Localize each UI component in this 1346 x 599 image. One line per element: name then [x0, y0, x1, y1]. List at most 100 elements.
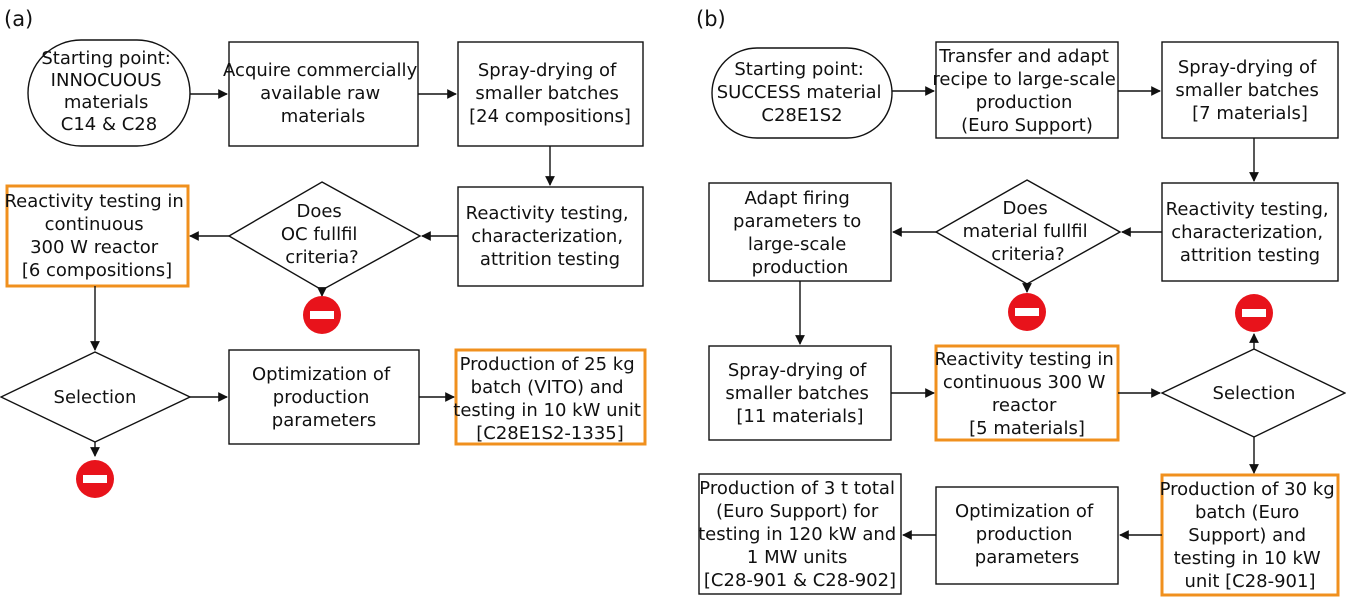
b-start-node: [711, 47, 893, 139]
b-optimization-line: Optimization of: [955, 501, 1094, 522]
b-optimization-label: Optimization of production parameters: [955, 501, 1099, 568]
a-optimization-line: Optimization of: [252, 364, 391, 385]
b-adapt-line: production: [752, 257, 849, 278]
b-production3t-label: Production of 3 t total (Euro Support) f…: [698, 478, 902, 591]
a-production-box: [454, 348, 647, 446]
b-spray2-box: [708, 345, 892, 441]
a-optimization-line: production: [273, 387, 370, 408]
a-production-line: Production of 25 kg: [460, 354, 635, 375]
b-production30-label: Production of 30 kg batch (Euro Support)…: [1160, 479, 1341, 592]
a-reactivity-line: Reactivity testing,: [466, 203, 629, 224]
b-optimization-line: production: [976, 524, 1073, 545]
b-transfer-line: production: [976, 92, 1073, 113]
a-selection-label: Selection: [54, 387, 137, 408]
b-start-line: C28E1S2: [761, 105, 842, 126]
panel-b-label: (b): [696, 7, 726, 31]
b-start-line: SUCCESS material: [717, 82, 882, 103]
b-transfer-line: (Euro Support): [961, 115, 1093, 136]
a-optimization-label: Optimization of production parameters: [252, 364, 396, 431]
a-acquire-line: available raw: [260, 83, 380, 104]
a-spray-box: [457, 41, 644, 147]
b-adapt-line: large-scale: [748, 234, 847, 255]
no-entry-icon: [76, 460, 114, 498]
a-continuous-line: [6 compositions]: [22, 260, 172, 281]
b-spray2-line: Spray-drying of: [728, 360, 867, 381]
b-decision-line: Does: [1002, 198, 1047, 219]
a-optimization-box: [228, 349, 420, 445]
b-spray-label: Spray-drying of smaller batches [7 mater…: [1175, 57, 1324, 124]
b-spray2-line: [11 materials]: [736, 406, 863, 427]
b-spray-line: smaller batches: [1175, 80, 1318, 101]
b-optimization-box: [935, 486, 1119, 585]
b-production30-line: Support) and: [1188, 525, 1306, 546]
a-continuous-line: continuous: [45, 214, 144, 235]
no-entry-icon: [303, 296, 341, 334]
b-adapt-box: [708, 182, 892, 282]
a-continuous-line: Reactivity testing in: [4, 191, 183, 212]
panel-a-label: (a): [4, 7, 33, 31]
no-entry-icon: [1008, 293, 1046, 331]
b-reactivity-line: Reactivity testing,: [1166, 199, 1329, 220]
a-reactivity-box: [457, 186, 644, 287]
a-start-line: C14 & C28: [61, 114, 157, 135]
a-spray-line: smaller batches: [475, 83, 618, 104]
b-production3t-box: [698, 473, 902, 595]
b-transfer-line: Transfer and adapt: [938, 46, 1109, 67]
b-start-label: Starting point: SUCCESS material C28E1S2: [717, 59, 888, 126]
a-start-line: INNOCUOUS: [51, 70, 162, 91]
a-continuous-line: 300 W reactor: [30, 237, 159, 258]
a-spray-line: [24 compositions]: [469, 106, 631, 127]
b-adapt-label: Adapt firing parameters to large-scale p…: [733, 188, 867, 278]
b-decision-label: Does material fullfil criteria?: [963, 198, 1094, 265]
b-production3t-line: [C28-901 & C28-902]: [704, 570, 896, 591]
b-production30-line: unit [C28-901]: [1185, 571, 1316, 592]
a-start-node: [27, 39, 191, 147]
a-spray-label: Spray-drying of smaller batches [24 comp…: [469, 60, 631, 127]
b-decision-line: material fullfil: [963, 221, 1088, 242]
b-decision-line: criteria?: [991, 244, 1064, 265]
b-continuous-line: Reactivity testing in: [934, 349, 1113, 370]
b-continuous-box: [934, 344, 1120, 442]
b-production3t-line: (Euro Support) for: [716, 501, 879, 522]
b-production3t-line: Production of 3 t total: [699, 478, 895, 499]
b-adapt-line: parameters to: [733, 211, 861, 232]
a-acquire-label: Acquire commercially available raw mater…: [223, 60, 423, 127]
b-production30-line: batch (Euro: [1195, 502, 1299, 523]
a-start-line: materials: [64, 92, 149, 113]
a-production-label: Production of 25 kg batch (VITO) and tes…: [453, 354, 646, 444]
a-optimization-line: parameters: [272, 410, 376, 431]
no-entry-icon: [1235, 294, 1273, 332]
b-start-line: Starting point:: [734, 59, 864, 80]
b-transfer-label: Transfer and adapt recipe to large-scale…: [932, 46, 1121, 136]
a-production-line: testing in 10 kW unit: [453, 400, 641, 421]
a-reactivity-label: Reactivity testing, characterization, at…: [466, 203, 635, 270]
b-spray2-label: Spray-drying of smaller batches [11 mate…: [725, 360, 874, 427]
a-decision-line: criteria?: [285, 247, 358, 268]
b-spray2-line: smaller batches: [725, 383, 868, 404]
a-start-label: Starting point: INNOCUOUS materials C14 …: [41, 48, 176, 135]
b-adapt-line: Adapt firing: [745, 188, 850, 209]
b-production30-line: testing in 10 kW: [1174, 548, 1321, 569]
b-reactivity-line: characterization,: [1171, 222, 1323, 243]
b-production3t-line: 1 MW units: [747, 547, 847, 568]
b-production3t-line: testing in 120 kW and: [698, 524, 896, 545]
a-acquire-line: Acquire commercially: [223, 60, 418, 81]
b-reactivity-line: attrition testing: [1180, 245, 1320, 266]
a-continuous-label: Reactivity testing in continuous 300 W r…: [4, 191, 189, 281]
b-continuous-label: Reactivity testing in continuous 300 W r…: [934, 349, 1119, 439]
a-decision-label: Does OC fullfil criteria?: [281, 201, 363, 268]
a-acquire-box: [228, 41, 419, 147]
b-selection-label: Selection: [1213, 383, 1296, 404]
b-production30-line: Production of 30 kg: [1160, 479, 1335, 500]
a-decision-line: OC fullfil: [281, 224, 358, 245]
b-transfer-box: [935, 41, 1119, 139]
b-spray-line: [7 materials]: [1192, 103, 1308, 124]
a-acquire-line: materials: [281, 106, 366, 127]
b-spray-line: Spray-drying of: [1178, 57, 1317, 78]
b-optimization-line: parameters: [975, 547, 1079, 568]
b-spray-box: [1161, 41, 1339, 139]
a-decision-line: Does: [296, 201, 341, 222]
a-production-line: [C28E1S2-1335]: [476, 423, 624, 444]
b-continuous-line: reactor: [992, 395, 1057, 416]
